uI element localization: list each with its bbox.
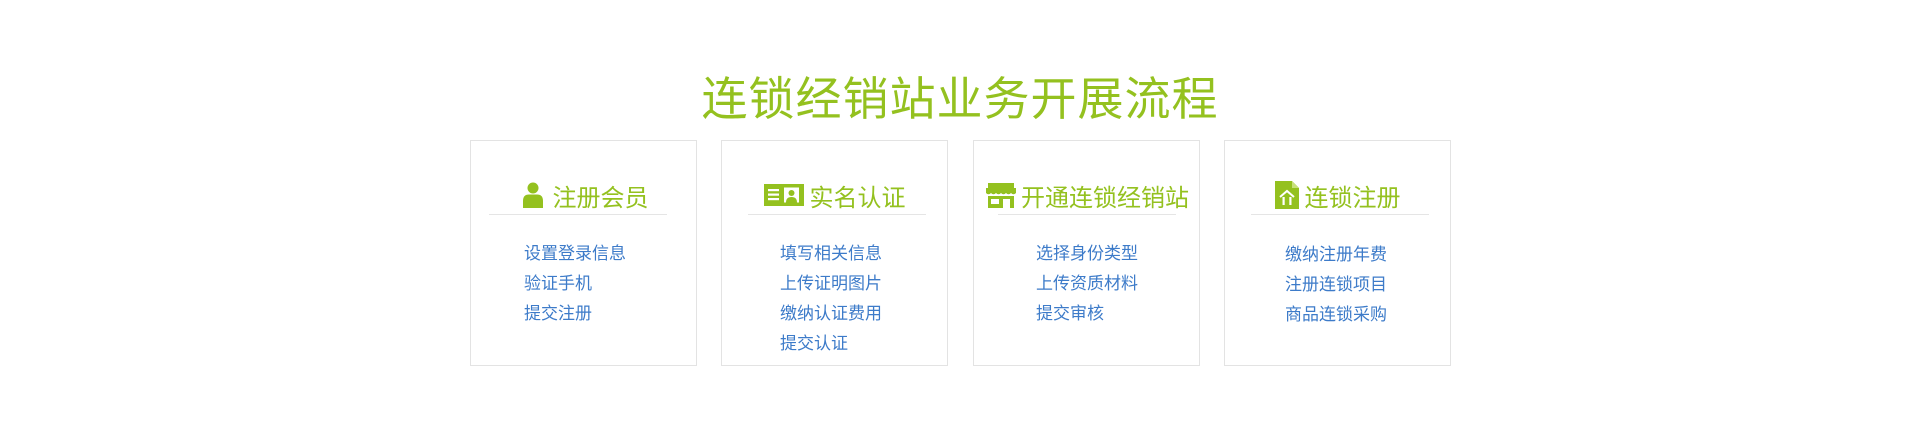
step-card-open-store: 开通连锁经销站 选择身份类型 上传资质材料 提交审核	[973, 140, 1200, 366]
list-item[interactable]: 上传证明图片	[780, 274, 882, 294]
card-header: 实名认证	[722, 179, 947, 212]
document-home-icon	[1274, 181, 1299, 209]
list-item[interactable]: 商品连锁采购	[1285, 305, 1387, 325]
step-card-register-member: 注册会员 设置登录信息 验证手机 提交注册	[470, 140, 697, 366]
list-item[interactable]: 缴纳注册年费	[1285, 245, 1387, 265]
list-item[interactable]: 注册连锁项目	[1285, 275, 1387, 295]
divider	[489, 214, 667, 215]
card-header: 连锁注册	[1225, 179, 1450, 212]
step-items: 填写相关信息 上传证明图片 缴纳认证费用 提交认证	[780, 239, 882, 359]
list-item[interactable]: 选择身份类型	[1036, 244, 1138, 264]
list-item[interactable]: 验证手机	[524, 274, 592, 294]
card-header: 开通连锁经销站	[974, 179, 1199, 212]
step-items: 设置登录信息 验证手机 提交注册	[524, 239, 626, 329]
list-item[interactable]: 缴纳认证费用	[780, 304, 882, 324]
list-item[interactable]: 上传资质材料	[1036, 274, 1138, 294]
id-card-icon	[763, 181, 804, 209]
step-items: 缴纳注册年费 注册连锁项目 商品连锁采购	[1285, 240, 1387, 330]
card-title: 实名认证	[809, 183, 906, 212]
storefront-icon	[986, 181, 1016, 209]
divider	[1251, 214, 1429, 215]
step-card-real-name: 实名认证 填写相关信息 上传证明图片 缴纳认证费用 提交认证	[721, 140, 948, 366]
step-card-chain-register: 连锁注册 缴纳注册年费 注册连锁项目 商品连锁采购	[1224, 140, 1451, 366]
user-icon	[519, 181, 547, 209]
card-title: 连锁注册	[1304, 183, 1401, 212]
list-item[interactable]: 提交审核	[1036, 304, 1104, 324]
card-title: 注册会员	[552, 183, 649, 212]
page-title: 连锁经销站业务开展流程	[701, 71, 1219, 126]
list-item[interactable]: 设置登录信息	[524, 244, 626, 264]
step-items: 选择身份类型 上传资质材料 提交审核	[1036, 239, 1138, 329]
list-item[interactable]: 填写相关信息	[780, 244, 882, 264]
divider	[748, 214, 926, 215]
list-item[interactable]: 提交认证	[780, 334, 848, 354]
card-title: 开通连锁经销站	[1021, 183, 1189, 212]
divider	[998, 214, 1176, 215]
list-item[interactable]: 提交注册	[524, 304, 592, 324]
card-header: 注册会员	[471, 179, 696, 212]
